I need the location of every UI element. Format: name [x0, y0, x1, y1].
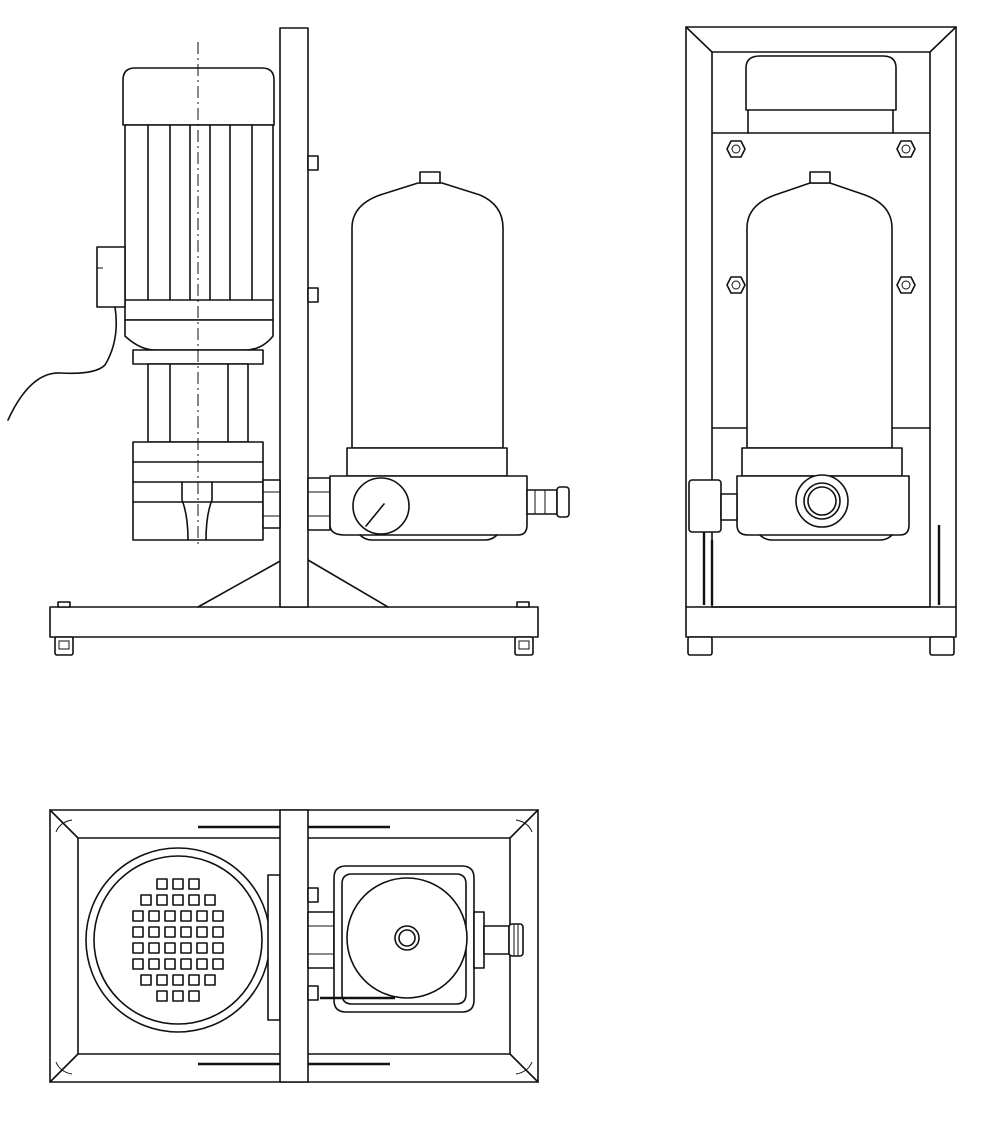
vent-hole [156, 990, 168, 1002]
top-view [49, 809, 539, 1083]
vent-hole [164, 942, 176, 954]
base-frame [49, 559, 539, 656]
vent-hole [188, 974, 200, 986]
vent-hole [164, 926, 176, 938]
vent-hole [188, 990, 200, 1002]
vent-hole [196, 926, 208, 938]
vent-hole [180, 926, 192, 938]
motor-fan-cover [85, 847, 281, 1033]
vent-hole [164, 958, 176, 970]
vent-hole [172, 974, 184, 986]
vent-hole [156, 974, 168, 986]
vent-hole [172, 878, 184, 890]
mounting-plate [279, 27, 319, 608]
motor-top [745, 55, 897, 134]
vent-hole [180, 958, 192, 970]
vent-hole [148, 942, 160, 954]
vent-hole [196, 958, 208, 970]
hex-bolts [726, 140, 916, 294]
filter-housing-side [688, 171, 910, 541]
vent-hole [212, 958, 224, 970]
vent-hole [196, 942, 208, 954]
side-view [685, 26, 957, 656]
vent-hole [132, 926, 144, 938]
vent-hole [212, 926, 224, 938]
vent-hole [132, 910, 144, 922]
vent-hole [156, 878, 168, 890]
vent-hole [196, 910, 208, 922]
vent-hole [188, 894, 200, 906]
vent-hole [180, 942, 192, 954]
vent-hole [148, 958, 160, 970]
vent-hole [132, 958, 144, 970]
vent-hole [204, 974, 216, 986]
vent-hole [172, 990, 184, 1002]
vent-hole [212, 910, 224, 922]
vent-hole [204, 894, 216, 906]
filter-housing [329, 171, 570, 541]
vent-hole [172, 894, 184, 906]
front-view [7, 27, 570, 656]
vent-hole [140, 974, 152, 986]
motor [7, 42, 275, 545]
vent-hole [132, 942, 144, 954]
vent-hole [156, 894, 168, 906]
vent-hole [148, 910, 160, 922]
vent-hole [148, 926, 160, 938]
top-plate [279, 809, 335, 1083]
filter-head-top [320, 865, 524, 1013]
vent-hole [140, 894, 152, 906]
vent-hole [180, 910, 192, 922]
ventilation-holes [132, 878, 224, 1002]
vent-hole [164, 910, 176, 922]
vent-hole [188, 878, 200, 890]
vent-hole [212, 942, 224, 954]
